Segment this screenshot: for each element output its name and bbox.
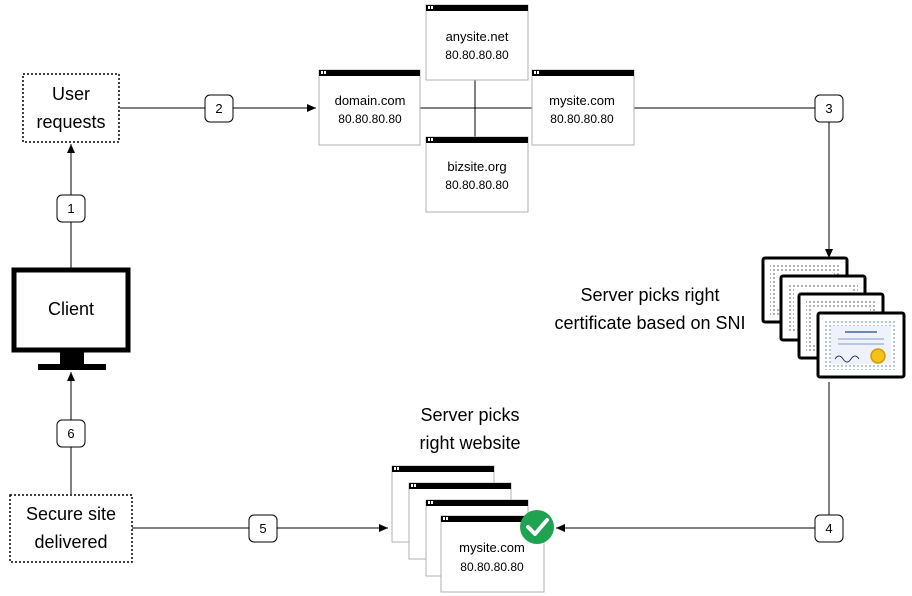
svg-text:80.80.80.80: 80.80.80.80 bbox=[460, 560, 524, 574]
step-badge-5: 5 bbox=[248, 514, 278, 543]
svg-text:mysite.com: mysite.com bbox=[459, 540, 525, 555]
cert-caption-line2: certificate based on SNI bbox=[554, 313, 745, 333]
svg-text:requests: requests bbox=[36, 112, 105, 132]
server-window-bizsite: bizsite.org 80.80.80.80 bbox=[425, 136, 529, 213]
svg-text:anysite.net: anysite.net bbox=[446, 29, 509, 44]
svg-text:80.80.80.80: 80.80.80.80 bbox=[445, 48, 509, 62]
svg-text:mysite.com: mysite.com bbox=[549, 93, 615, 108]
step-badge-3: 3 bbox=[814, 94, 844, 123]
certificate-front-icon bbox=[816, 311, 906, 379]
cert-caption-line1: Server picks right bbox=[580, 285, 719, 305]
svg-text:80.80.80.80: 80.80.80.80 bbox=[445, 178, 509, 192]
server-window-mysite: mysite.com 80.80.80.80 bbox=[531, 69, 635, 146]
svg-text:User: User bbox=[52, 84, 90, 104]
svg-text:80.80.80.80: 80.80.80.80 bbox=[338, 112, 402, 126]
server-window-anysite: anysite.net 80.80.80.80 bbox=[425, 4, 529, 81]
svg-text:1: 1 bbox=[67, 201, 74, 216]
certificate-stack-icon bbox=[761, 256, 906, 379]
step-badge-1: 1 bbox=[56, 194, 86, 223]
user-requests-node: User requests bbox=[22, 73, 120, 143]
svg-text:80.80.80.80: 80.80.80.80 bbox=[550, 112, 614, 126]
svg-text:2: 2 bbox=[215, 101, 222, 116]
svg-text:domain.com: domain.com bbox=[335, 93, 406, 108]
svg-text:delivered: delivered bbox=[34, 532, 107, 552]
secure-site-node: Secure site delivered bbox=[9, 494, 133, 563]
svg-text:bizsite.org: bizsite.org bbox=[447, 159, 506, 174]
website-caption-line2: right website bbox=[419, 433, 520, 453]
svg-text:6: 6 bbox=[67, 426, 74, 441]
checkmark-icon bbox=[520, 510, 554, 544]
arrow-4 bbox=[556, 382, 830, 532]
step-badge-6: 6 bbox=[56, 419, 86, 448]
svg-text:5: 5 bbox=[259, 521, 266, 536]
website-caption-line1: Server picks bbox=[420, 405, 519, 425]
arrow-3 bbox=[634, 107, 833, 258]
svg-text:Secure site: Secure site bbox=[26, 504, 116, 524]
client-monitor-icon: Client bbox=[11, 267, 131, 370]
server-window-domain: domain.com 80.80.80.80 bbox=[318, 69, 421, 146]
svg-text:3: 3 bbox=[825, 101, 832, 116]
step-badge-2: 2 bbox=[204, 94, 234, 123]
svg-text:4: 4 bbox=[825, 521, 832, 536]
website-stack: mysite.com 80.80.80.80 bbox=[391, 465, 554, 593]
step-badge-4: 4 bbox=[814, 514, 844, 543]
client-label: Client bbox=[48, 299, 94, 319]
